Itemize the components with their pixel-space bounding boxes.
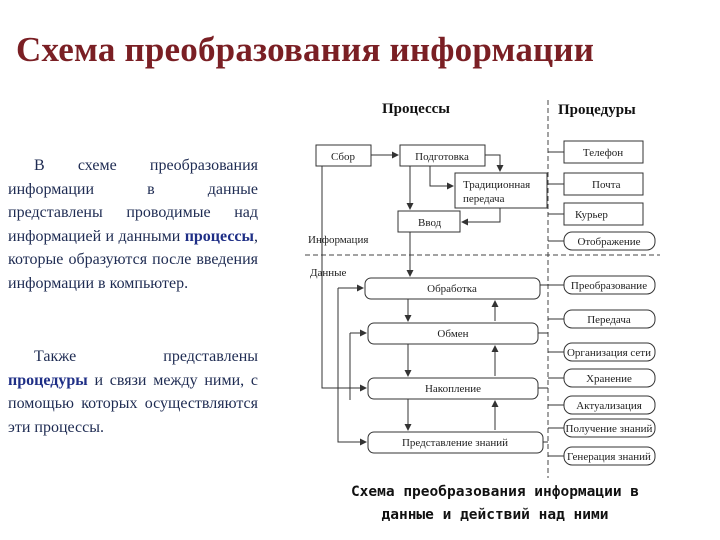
label-information: Информация — [308, 234, 368, 246]
label-data: Данные — [310, 267, 347, 279]
procedure-label: Хранение — [586, 373, 632, 385]
procedure-label: Курьер — [575, 209, 608, 221]
page-title: Схема преобразования информации — [16, 30, 595, 69]
procedure-label: Отображение — [577, 236, 640, 248]
caption-line-1: Схема преобразования информации в — [350, 484, 640, 500]
box-sbor-label: Сбор — [331, 151, 356, 163]
arrow — [321, 166, 367, 392]
arrow — [485, 154, 504, 172]
paragraph-text: Также представлены — [34, 348, 258, 365]
keyword-processes: процессы — [184, 227, 255, 245]
procedure-label: Актуализация — [576, 400, 642, 412]
box-traditional-label2: передача — [463, 193, 505, 205]
box-obrabotka-label: Обработка — [427, 283, 477, 295]
box-podgotovka-label: Подготовка — [415, 151, 469, 163]
procedure-label: Генерация знаний — [567, 451, 651, 463]
box-vvod — [397, 210, 461, 233]
procedure-label: Преобразование — [571, 280, 647, 292]
box-traditional-label1: Традиционная — [463, 179, 530, 191]
header-procedures: Процедуры — [558, 102, 636, 118]
paragraph-processes: В схеме преобразования информации в данн… — [8, 154, 258, 295]
arrow — [461, 208, 501, 226]
paragraph-text: В схеме преобразования информации в данн… — [8, 157, 258, 245]
header-processes: Процессы — [382, 101, 450, 117]
box-predstavlenie-label: Представление знаний — [402, 437, 508, 449]
procedure-label: Телефон — [583, 147, 623, 159]
caption-line-2: данные и действий над ними — [381, 507, 609, 523]
procedure-label: Организация сети — [567, 347, 651, 359]
paragraph-text: и связи между ними, с помощью которых ос… — [8, 371, 259, 436]
box-nakoplenie-label: Накопление — [425, 383, 481, 395]
box-obmen-label: Обмен — [437, 328, 468, 340]
procedure-label: Почта — [592, 179, 621, 191]
keyword-procedures: процедуры — [8, 371, 88, 389]
box-obrabotka — [364, 277, 541, 300]
box-traditional — [454, 172, 548, 209]
arrow — [429, 166, 454, 190]
paragraph-text: , которые образуются после введения инфо… — [8, 227, 259, 292]
box-vvod-label: Ввод — [418, 217, 442, 229]
arrow — [337, 288, 367, 446]
procedure-label: Получение знаний — [566, 423, 653, 435]
paragraph-procedures: Также представлены процедуры и связи меж… — [8, 345, 258, 439]
procedure-label: Передача — [587, 314, 631, 326]
